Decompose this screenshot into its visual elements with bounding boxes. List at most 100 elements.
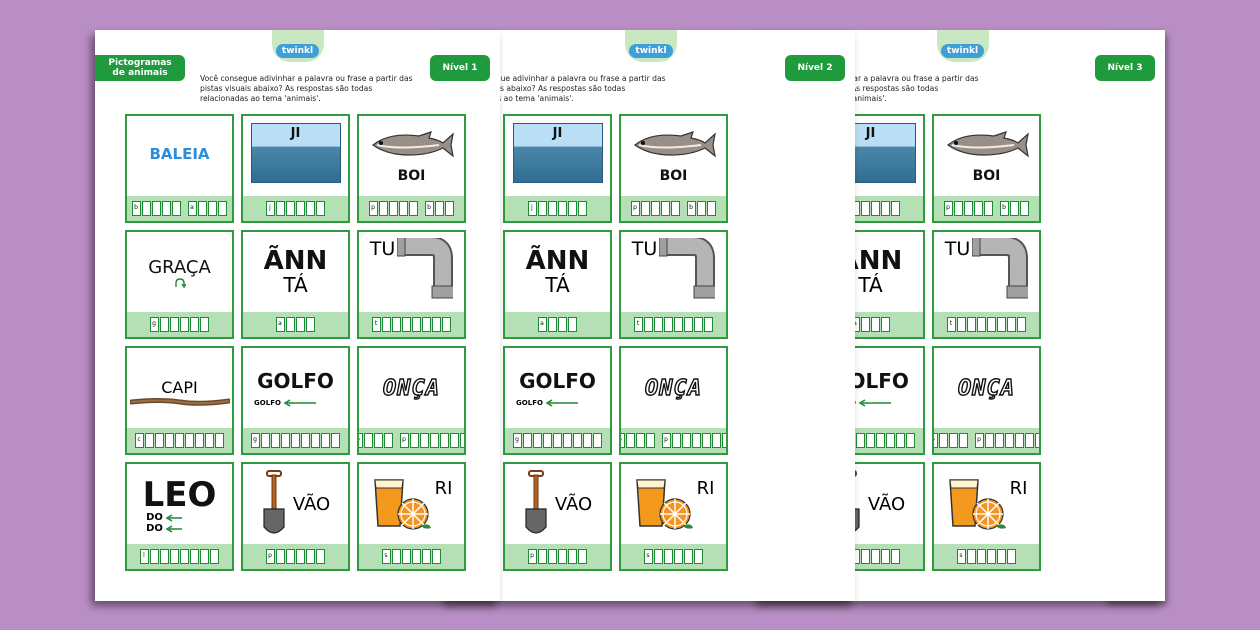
answer-box[interactable] bbox=[567, 549, 577, 564]
answer-box-hint[interactable]: t bbox=[371, 317, 381, 332]
answer-box[interactable] bbox=[963, 201, 973, 216]
answer-box[interactable] bbox=[660, 201, 670, 216]
answer-box[interactable] bbox=[577, 549, 587, 564]
answer-box[interactable] bbox=[880, 201, 890, 216]
answer-box[interactable] bbox=[159, 317, 169, 332]
answer-box[interactable] bbox=[214, 433, 224, 448]
answer-box[interactable] bbox=[650, 201, 660, 216]
answer-boxes[interactable]: g bbox=[149, 317, 210, 332]
answer-box[interactable] bbox=[1016, 317, 1026, 332]
answer-box[interactable] bbox=[295, 317, 305, 332]
answer-box[interactable] bbox=[295, 201, 305, 216]
answer-box[interactable] bbox=[285, 201, 295, 216]
answer-box[interactable] bbox=[956, 317, 966, 332]
answer-box[interactable] bbox=[966, 549, 976, 564]
answer-box[interactable] bbox=[179, 317, 189, 332]
answer-boxes[interactable]: t bbox=[633, 317, 714, 332]
answer-boxes[interactable]: l bbox=[139, 549, 220, 564]
answer-boxes[interactable]: t bbox=[946, 317, 1027, 332]
answer-box[interactable] bbox=[449, 433, 459, 448]
answer-box[interactable] bbox=[870, 317, 880, 332]
answer-box[interactable] bbox=[706, 201, 716, 216]
answer-box[interactable] bbox=[562, 433, 572, 448]
answer-box[interactable] bbox=[388, 201, 398, 216]
answer-box[interactable] bbox=[870, 201, 880, 216]
answer-box-hint[interactable]: b bbox=[999, 201, 1009, 216]
answer-box[interactable] bbox=[141, 201, 151, 216]
answer-box[interactable] bbox=[681, 433, 691, 448]
answer-box[interactable] bbox=[285, 549, 295, 564]
answer-box[interactable] bbox=[300, 433, 310, 448]
answer-box[interactable] bbox=[653, 317, 663, 332]
answer-box[interactable] bbox=[640, 201, 650, 216]
answer-box[interactable] bbox=[444, 201, 454, 216]
answer-box-hint[interactable]: p bbox=[368, 201, 378, 216]
answer-box[interactable] bbox=[567, 201, 577, 216]
answer-box[interactable] bbox=[938, 433, 948, 448]
answer-box-hint[interactable]: p bbox=[527, 549, 537, 564]
answer-box[interactable] bbox=[984, 433, 994, 448]
answer-box[interactable] bbox=[373, 433, 383, 448]
answer-boxes[interactable]: b bbox=[131, 201, 182, 216]
answer-box[interactable] bbox=[391, 549, 401, 564]
answer-box[interactable] bbox=[673, 549, 683, 564]
answer-box[interactable] bbox=[459, 433, 464, 448]
answer-boxes[interactable]: s bbox=[381, 549, 442, 564]
answer-box[interactable] bbox=[171, 201, 181, 216]
answer-box[interactable] bbox=[865, 433, 875, 448]
answer-box[interactable] bbox=[411, 549, 421, 564]
answer-box-hint[interactable]: p bbox=[630, 201, 640, 216]
answer-box[interactable] bbox=[582, 433, 592, 448]
answer-box-hint[interactable]: j bbox=[527, 201, 537, 216]
answer-boxes[interactable]: s bbox=[956, 549, 1017, 564]
answer-boxes[interactable]: o bbox=[934, 433, 969, 448]
answer-box[interactable] bbox=[880, 317, 890, 332]
answer-box[interactable] bbox=[996, 549, 1006, 564]
answer-boxes[interactable]: a bbox=[275, 317, 316, 332]
answer-box[interactable] bbox=[875, 433, 885, 448]
answer-box[interactable] bbox=[572, 433, 582, 448]
answer-box[interactable] bbox=[149, 549, 159, 564]
answer-boxes[interactable]: p bbox=[974, 433, 1039, 448]
answer-box[interactable] bbox=[391, 317, 401, 332]
answer-box[interactable] bbox=[1004, 433, 1014, 448]
answer-box[interactable] bbox=[431, 317, 441, 332]
answer-boxes[interactable]: j bbox=[527, 201, 588, 216]
answer-box[interactable] bbox=[189, 549, 199, 564]
answer-box[interactable] bbox=[411, 317, 421, 332]
answer-box[interactable] bbox=[994, 433, 1004, 448]
answer-boxes[interactable]: c bbox=[134, 433, 225, 448]
answer-boxes[interactable]: b bbox=[999, 201, 1030, 216]
answer-box[interactable] bbox=[1006, 549, 1016, 564]
answer-box[interactable] bbox=[860, 317, 870, 332]
answer-box[interactable] bbox=[701, 433, 711, 448]
answer-box[interactable] bbox=[958, 433, 968, 448]
answer-box[interactable] bbox=[860, 549, 870, 564]
answer-box[interactable] bbox=[151, 201, 161, 216]
answer-box[interactable] bbox=[315, 201, 325, 216]
answer-box[interactable] bbox=[305, 317, 315, 332]
answer-boxes[interactable]: b bbox=[424, 201, 455, 216]
answer-boxes[interactable]: o bbox=[359, 433, 394, 448]
answer-boxes[interactable]: p bbox=[265, 549, 326, 564]
answer-box[interactable] bbox=[693, 549, 703, 564]
answer-box[interactable] bbox=[996, 317, 1006, 332]
answer-box[interactable] bbox=[295, 549, 305, 564]
answer-boxes[interactable]: p bbox=[527, 549, 588, 564]
answer-box[interactable] bbox=[890, 549, 900, 564]
answer-box[interactable] bbox=[275, 549, 285, 564]
answer-box[interactable] bbox=[194, 433, 204, 448]
answer-box[interactable] bbox=[285, 317, 295, 332]
answer-box-hint[interactable]: s bbox=[956, 549, 966, 564]
answer-boxes[interactable]: p bbox=[368, 201, 419, 216]
answer-box-hint[interactable]: p bbox=[974, 433, 984, 448]
answer-box[interactable] bbox=[870, 549, 880, 564]
answer-boxes[interactable]: p bbox=[399, 433, 464, 448]
answer-boxes[interactable]: b bbox=[686, 201, 717, 216]
answer-box[interactable] bbox=[953, 201, 963, 216]
answer-box[interactable] bbox=[199, 549, 209, 564]
answer-box[interactable] bbox=[1014, 433, 1024, 448]
answer-boxes[interactable]: p bbox=[943, 201, 994, 216]
answer-box[interactable] bbox=[625, 433, 635, 448]
answer-box[interactable] bbox=[270, 433, 280, 448]
